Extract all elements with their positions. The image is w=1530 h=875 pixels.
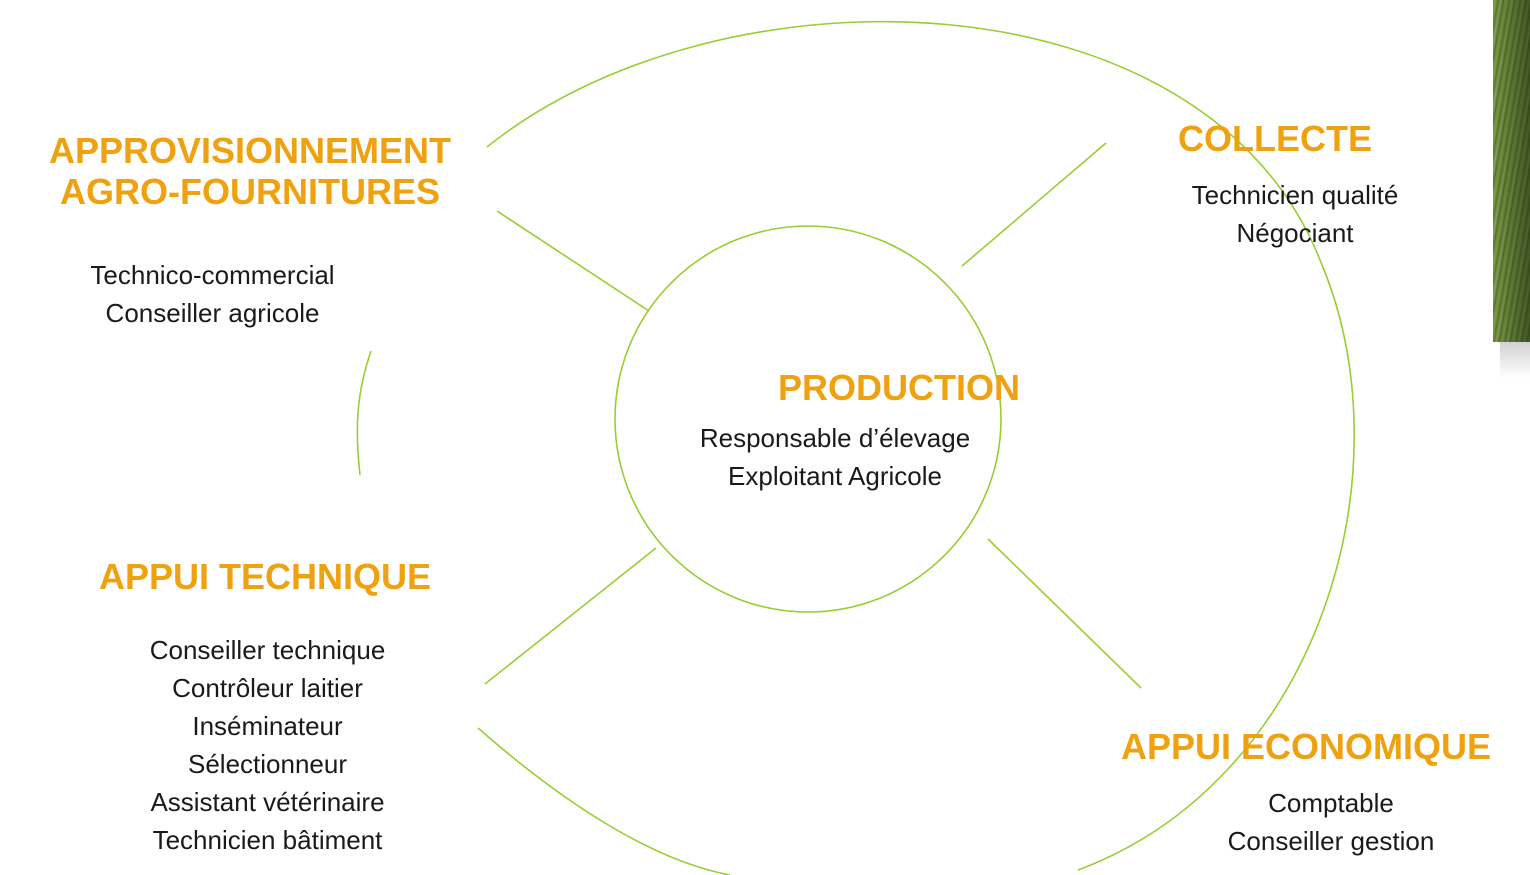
spoke-appui-technique [484, 547, 657, 685]
outer-ring-bottom-arc [477, 727, 731, 875]
list-item: Négociant [1236, 218, 1354, 248]
appui-economique-title: APPUI ECONOMIQUE [1120, 726, 1492, 767]
list-item: Technicien bâtiment [152, 825, 383, 855]
list-item: Conseiller technique [149, 635, 386, 665]
list-item: Assistant vétérinaire [150, 787, 385, 817]
appui-economique-list: Comptable Conseiller gestion [1180, 784, 1482, 860]
photo-shadow [1500, 342, 1530, 378]
outer-ring-left-arc [356, 350, 372, 476]
approvisionnement-title-line1: APPROVISIONNEMENT [48, 130, 452, 171]
list-item: Technico-commercial [90, 260, 335, 290]
list-item: Contrôleur laitier [172, 673, 363, 703]
outer-ring-top-right-arc [486, 20, 1355, 871]
list-item: Exploitant Agricole [728, 461, 942, 491]
collecte-list: Technicien qualité Négociant [1160, 176, 1430, 252]
production-list: Responsable d’élevage Exploitant Agricol… [650, 419, 1020, 495]
list-item: Sélectionneur [188, 749, 347, 779]
collecte-title: COLLECTE [1178, 118, 1372, 159]
approvisionnement-list: Technico-commercial Conseiller agricole [60, 256, 365, 332]
list-item: Inséminateur [192, 711, 343, 741]
inner-circle [614, 225, 1002, 613]
appui-technique-title: APPUI TECHNIQUE [98, 556, 432, 597]
approvisionnement-title: APPROVISIONNEMENT AGRO-FOURNITURES [10, 130, 490, 212]
spoke-approvisionnement [496, 210, 650, 312]
spoke-appui-economique [987, 538, 1142, 689]
approvisionnement-title-line2: AGRO-FOURNITURES [60, 171, 440, 212]
list-item: Technicien qualité [1191, 180, 1399, 210]
list-item: Conseiller gestion [1227, 826, 1435, 856]
production-title: PRODUCTION [778, 367, 1020, 408]
list-item: Responsable d’élevage [699, 423, 971, 453]
appui-technique-list: Conseiller technique Contrôleur laitier … [100, 631, 435, 859]
list-item: Conseiller agricole [105, 298, 320, 328]
list-item: Comptable [1268, 788, 1394, 818]
wheat-field-photo [1493, 0, 1530, 342]
spoke-collecte [961, 142, 1107, 267]
